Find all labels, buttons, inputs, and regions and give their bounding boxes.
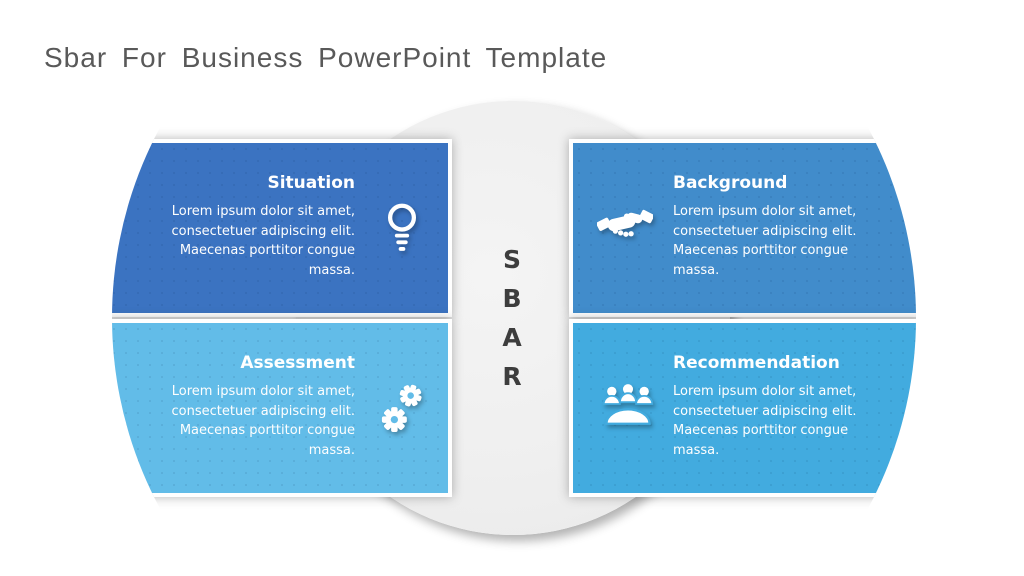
background-content: Background Lorem ipsum dolor sit amet, c… [673, 173, 903, 280]
recommendation-title: Recommendation [673, 353, 840, 373]
recommendation-content: Recommendation Lorem ipsum dolor sit ame… [673, 353, 903, 460]
assessment-content: Assessment Lorem ipsum dolor sit amet, c… [125, 353, 355, 460]
quadrant-situation[interactable]: Situation Lorem ipsum dolor sit amet, co… [112, 143, 448, 313]
situation-title: Situation [267, 173, 355, 193]
gears-icon [381, 384, 422, 433]
recommendation-body: Lorem ipsum dolor sit amet, consectetuer… [673, 384, 857, 458]
quadrant-background[interactable]: Background Lorem ipsum dolor sit amet, c… [573, 143, 916, 313]
quadrant-recommendation[interactable]: Recommendation Lorem ipsum dolor sit ame… [573, 323, 916, 493]
quadrant-assessment[interactable]: Assessment Lorem ipsum dolor sit amet, c… [112, 323, 448, 493]
meeting-icon [602, 384, 654, 425]
assessment-body: Lorem ipsum dolor sit amet, consectetuer… [171, 384, 355, 458]
page-title: Sbar For Business PowerPoint Template [44, 42, 608, 73]
letter-r: R [502, 362, 522, 391]
sbar-letter-column: S B A R [488, 240, 536, 396]
letter-a: A [502, 323, 522, 352]
letter-b: B [502, 284, 522, 313]
lightbulb-icon [387, 203, 417, 251]
quadrant-group: Situation Lorem ipsum dolor sit amet, co… [112, 143, 916, 493]
situation-body: Lorem ipsum dolor sit amet, consectetuer… [171, 204, 355, 278]
background-title: Background [673, 173, 788, 193]
background-body: Lorem ipsum dolor sit amet, consectetuer… [673, 204, 857, 278]
letter-s: S [502, 245, 521, 274]
assessment-title: Assessment [240, 353, 355, 373]
handshake-icon [597, 209, 653, 237]
situation-content: Situation Lorem ipsum dolor sit amet, co… [125, 173, 355, 280]
